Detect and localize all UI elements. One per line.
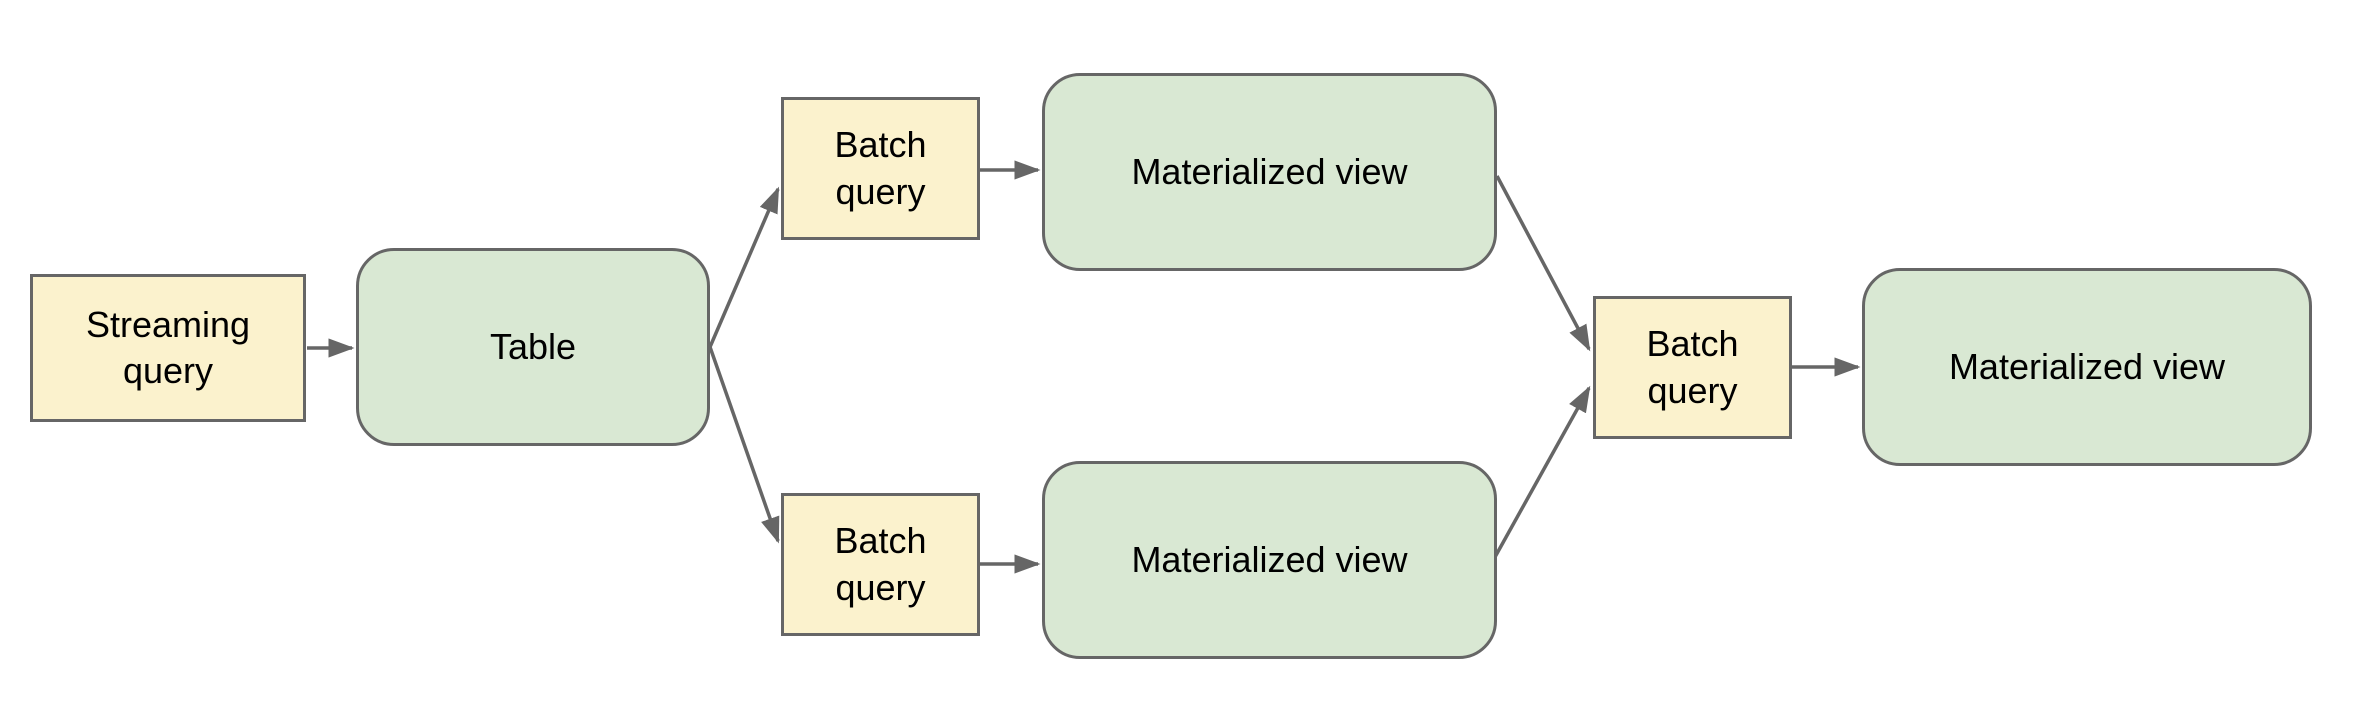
edge-mv-bottom-to-batch-right [1493,385,1591,558]
node-batch-query-right: Batch query [1593,296,1792,439]
node-label: Materialized view [1131,538,1408,580]
node-streaming-query: Streaming query [30,274,306,422]
node-label: Table [489,325,577,367]
node-table: Table [356,248,710,446]
node-materialized-view-right: Materialized view [1862,268,2312,466]
edge-table-to-batch-bottom [708,346,780,544]
node-batch-query-bottom: Batch query [781,493,980,636]
node-materialized-view-top: Materialized view [1042,73,1497,271]
node-label: Batch query [834,124,927,212]
node-label: Streaming query [85,303,251,391]
node-label: Batch query [834,520,927,608]
edge-mv-top-to-batch-right [1495,175,1591,352]
node-batch-query-top: Batch query [781,97,980,240]
node-label: Batch query [1646,323,1739,411]
node-label: Materialized view [1948,345,2226,387]
node-label: Materialized view [1131,150,1408,192]
node-materialized-view-bottom: Materialized view [1042,461,1497,659]
edge-table-to-batch-top [708,186,780,348]
